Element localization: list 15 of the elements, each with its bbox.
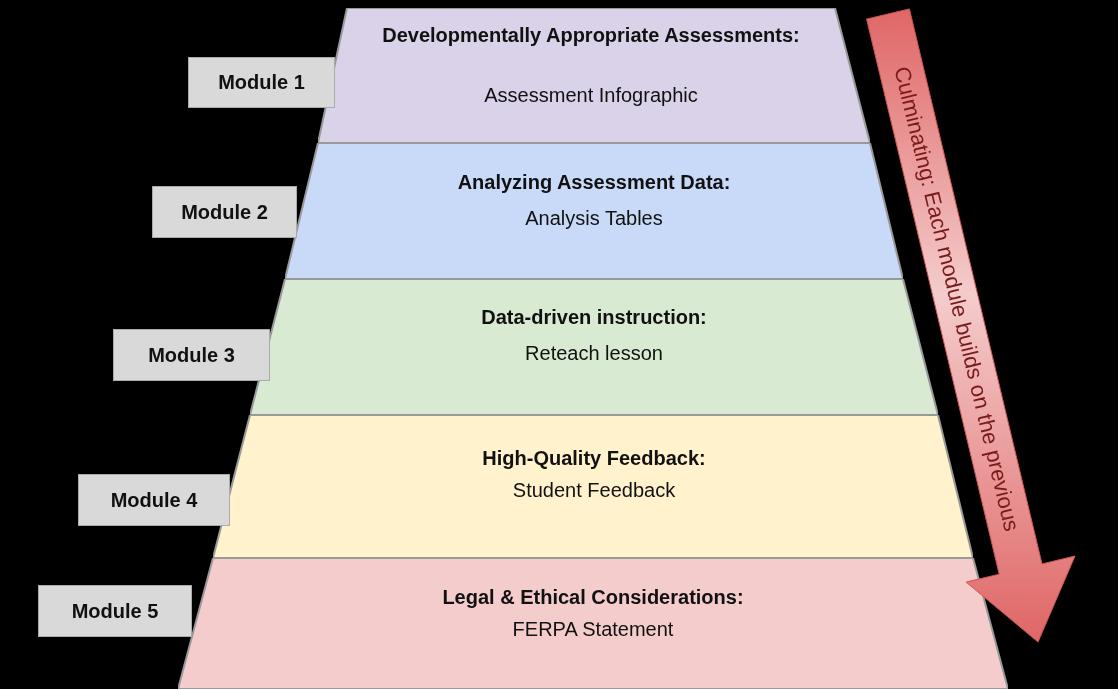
band-text: Student Feedback xyxy=(511,479,677,502)
band-heading: High-Quality Feedback: xyxy=(481,447,707,470)
module-label: Module 2 xyxy=(152,186,297,238)
band-heading: Data-driven instruction: xyxy=(480,306,708,329)
band-text: Analysis Tables xyxy=(524,207,664,230)
module-label: Module 5 xyxy=(38,585,192,637)
band-text: FERPA Statement xyxy=(511,618,675,641)
module-label: Module 1 xyxy=(188,57,335,108)
module-label: Module 3 xyxy=(113,329,270,381)
band-heading: Developmentally Appropriate Assessments: xyxy=(381,24,801,47)
band-text: Reteach lesson xyxy=(524,342,664,365)
module-label: Module 4 xyxy=(78,474,230,526)
band-heading: Legal & Ethical Considerations: xyxy=(441,586,745,609)
band-heading: Analyzing Assessment Data: xyxy=(456,171,732,194)
band-text: Assessment Infographic xyxy=(483,84,699,107)
